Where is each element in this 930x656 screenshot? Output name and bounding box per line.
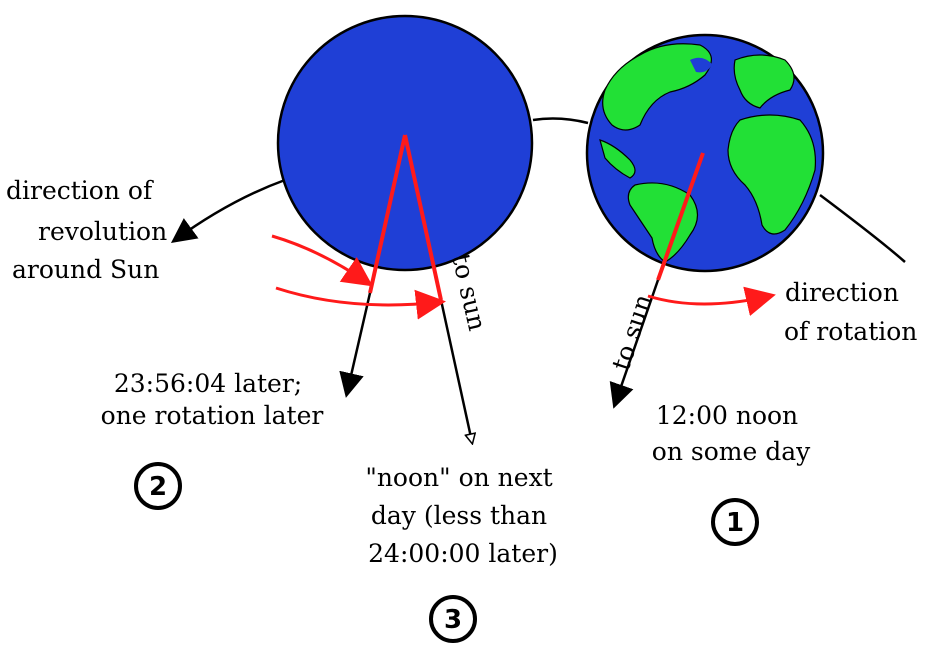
to-sun-arrow-1 [609,279,660,409]
noon-day1-line-2: on some day [652,437,811,466]
revolution-line-3: around Sun [12,255,159,284]
noon-line-red-3 [403,134,443,301]
orbit-path [819,194,906,263]
noon-day1-line-1: 12:00 noon [656,401,798,430]
rotation-curve-arrow-upper [271,234,373,287]
rotation-later-line-1: 23:56:04 later; [114,369,302,398]
marker-2: 2 [134,462,182,510]
rotation-line-red-2 [368,134,407,294]
marker-1-number: 1 [726,508,744,538]
marker-3-number: 3 [444,605,462,635]
revolution-label: direction of revolution around Sun [6,176,175,284]
noon-next-line-1: "noon" on next [365,463,552,492]
rotation-later-line-2: one rotation later [101,401,324,430]
marker-2-number: 2 [149,472,167,502]
marker-3: 3 [429,595,477,643]
noon-next-line-2: day (less than [371,501,547,530]
rotation-curve-arrow-lower [275,286,446,320]
noon-next-label: "noon" on next day (less than 24:00:00 l… [365,463,560,568]
rotation-arrow-2 [339,292,372,398]
rotation-later-label: 23:56:04 later; one rotation later [101,369,324,430]
noon-day1-label: 12:00 noon on some day [652,401,811,466]
noon-next-line-3: 24:00:00 later) [368,539,558,568]
to-sun-label-1: to sun [606,291,658,374]
marker-1: 1 [711,498,759,546]
revolution-line-1: direction of [6,176,154,205]
rotation-line-1: direction [785,278,899,307]
rotation-direction-arrow [647,286,776,316]
noon-line-red-1 [656,152,705,281]
revolution-line-2: revolution [38,217,167,246]
rotation-line-2: of rotation [784,317,917,346]
to-sun-arrow-3 [439,299,472,442]
earth-globe [585,33,825,273]
to-sun-label-3: to sun [446,251,492,334]
revolution-arrow [170,178,286,243]
orbit-path-between [532,117,589,125]
rotation-label: direction of rotation [784,278,917,346]
